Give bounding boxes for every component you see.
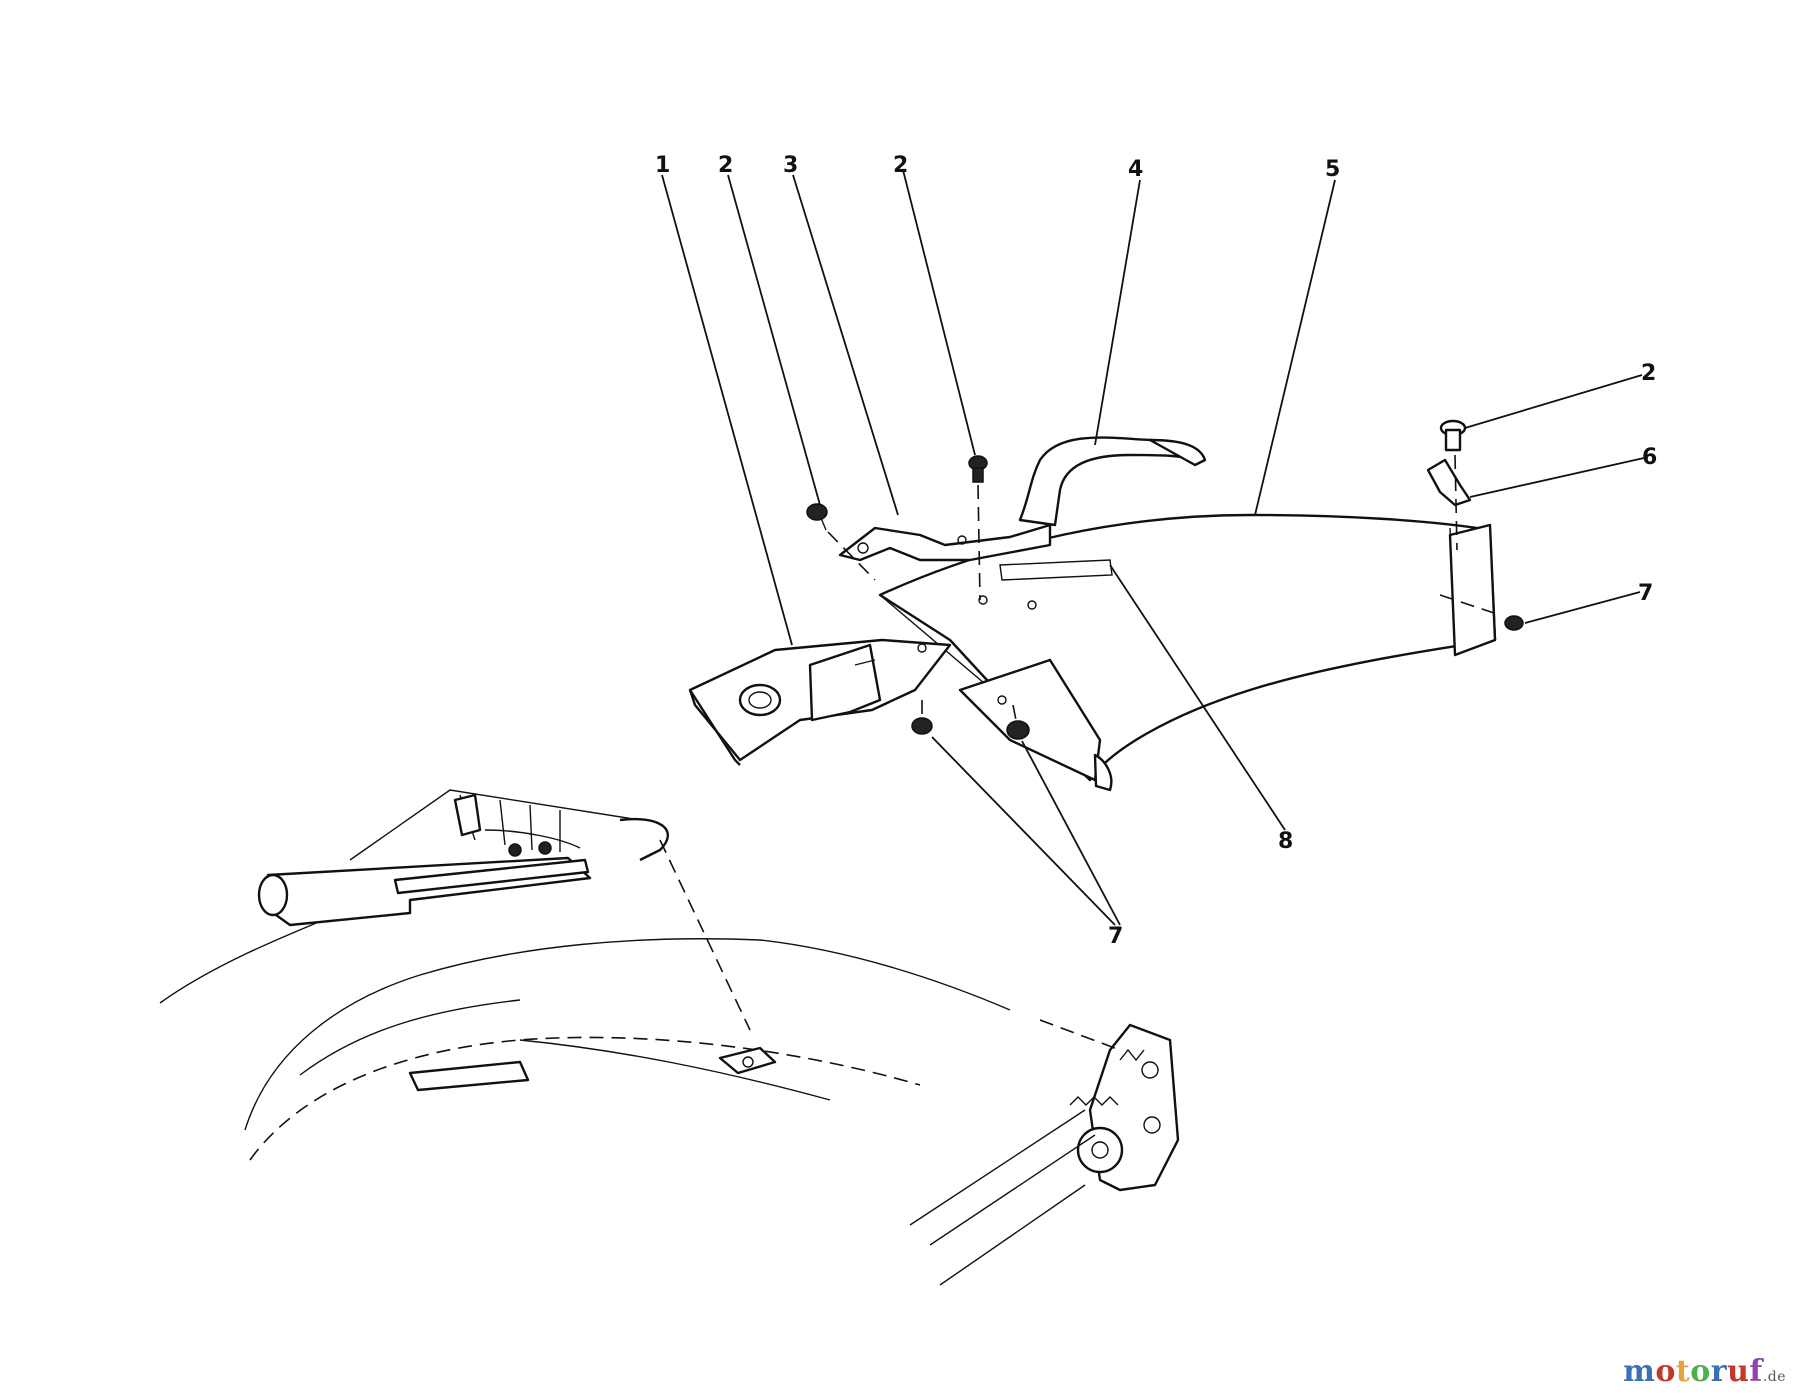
watermark-letter: f — [1749, 1354, 1763, 1389]
nut-7-lower-right — [1006, 720, 1030, 740]
hardware — [806, 419, 1524, 740]
callout-3: 3 — [783, 153, 798, 178]
callouts: 1 2 3 2 4 5 2 6 7 8 7 — [655, 153, 1657, 949]
callout-5: 5 — [1325, 157, 1340, 182]
watermark-letter: m — [1623, 1354, 1656, 1389]
watermark-letter: u — [1727, 1354, 1750, 1389]
nut-7-right — [1504, 615, 1524, 631]
bolt-2-middle — [968, 455, 988, 483]
callout-7-lower: 7 — [1108, 924, 1123, 949]
bolt-2-left — [806, 503, 828, 531]
watermark-letter: t — [1675, 1354, 1691, 1389]
callout-4: 4 — [1128, 157, 1143, 182]
bolt-2-right — [1439, 419, 1467, 452]
watermark-letters: motoruf — [1623, 1354, 1763, 1389]
nut-7-lower-left — [911, 717, 933, 735]
callout-2-right: 2 — [1641, 361, 1656, 386]
chute-deflector — [688, 436, 1497, 792]
watermark-letter: r — [1710, 1354, 1728, 1389]
mower-housing — [159, 789, 1180, 1286]
watermark-letter: o — [1655, 1354, 1676, 1389]
leader-lines — [661, 169, 1645, 926]
callout-8: 8 — [1278, 829, 1293, 854]
callout-1: 1 — [655, 153, 670, 178]
callout-6: 6 — [1642, 445, 1657, 470]
callout-7-right: 7 — [1638, 581, 1653, 606]
watermark-suffix: .de — [1762, 1369, 1786, 1385]
watermark-logo: motoruf.de — [1623, 1354, 1786, 1389]
callout-2-middle: 2 — [893, 153, 908, 178]
watermark-letter: o — [1690, 1354, 1711, 1389]
callout-2-left: 2 — [718, 153, 733, 178]
